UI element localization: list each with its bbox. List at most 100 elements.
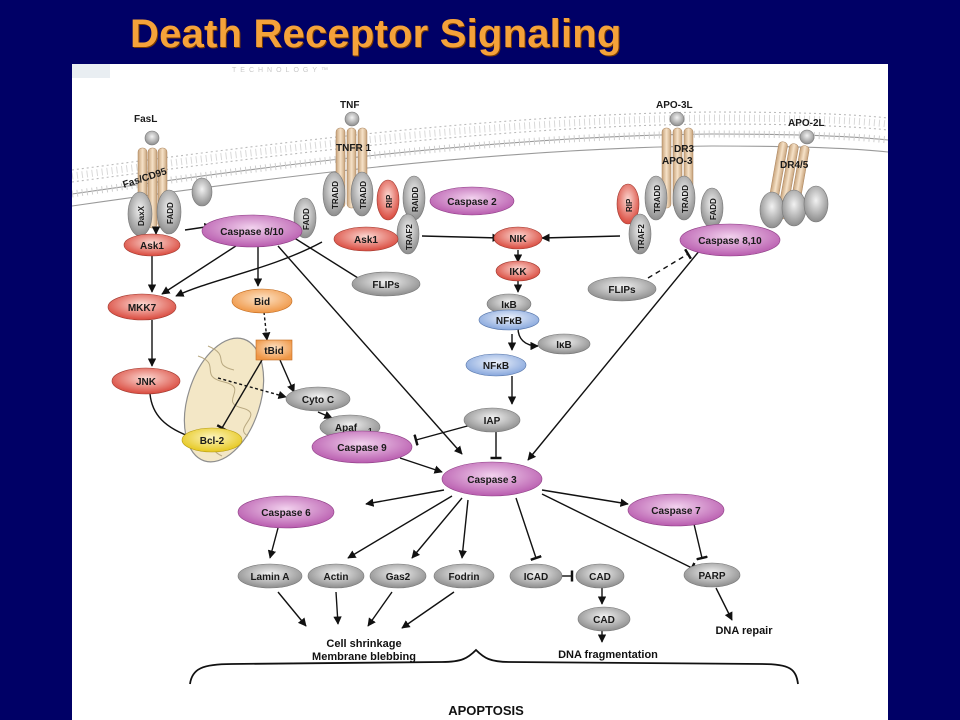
node-nik: NIK bbox=[493, 226, 543, 250]
node-caspase9: Caspase 9 bbox=[311, 430, 413, 464]
svg-text:Caspase 8/10: Caspase 8/10 bbox=[220, 227, 284, 238]
slide-title: Death Receptor Signaling bbox=[130, 12, 622, 56]
dr45-receptor-complex: APO-2L DR4/5 bbox=[759, 118, 829, 229]
svg-text:Gas2: Gas2 bbox=[386, 572, 411, 583]
svg-text:Caspase 3: Caspase 3 bbox=[467, 475, 517, 486]
svg-text:Actin: Actin bbox=[324, 572, 349, 583]
svg-text:CAD: CAD bbox=[593, 615, 615, 626]
node-mkk7: MKK7 bbox=[107, 293, 177, 321]
fadd-label-tnfr: FADD bbox=[302, 208, 311, 230]
svg-text:Ask1: Ask1 bbox=[140, 241, 164, 252]
dr3-receptor-complex: APO-3L DR3 APO-3 RIP TRADD TRADD FADD TR… bbox=[616, 100, 724, 255]
node-caspase7: Caspase 7 bbox=[627, 493, 725, 527]
node-cad: CAD bbox=[577, 606, 631, 632]
fadd-label-fas: FADD bbox=[166, 202, 175, 224]
watermark-block bbox=[72, 64, 110, 78]
node-jnk: JNK bbox=[111, 367, 181, 395]
tradd-label-tnfr-b: TRADD bbox=[359, 181, 368, 209]
node-cad-bound: CAD bbox=[575, 563, 625, 589]
node-caspase6: Caspase 6 bbox=[237, 495, 335, 529]
node-nfkb-free: NFκB bbox=[465, 353, 527, 377]
tradd-label-tnfr-a: TRADD bbox=[331, 181, 340, 209]
svg-text:IKK: IKK bbox=[509, 267, 527, 278]
svg-text:MKK7: MKK7 bbox=[128, 303, 157, 314]
outcome-apoptosis: APOPTOSIS bbox=[448, 703, 524, 718]
node-ikb-free: IκB bbox=[537, 333, 591, 355]
fas-receptor-complex: FasL Fas/CD95 DaxX FADD bbox=[122, 114, 213, 237]
pathway-figure: TECHNOLOGY™ bbox=[72, 64, 888, 720]
svg-text:Caspase 8,10: Caspase 8,10 bbox=[698, 236, 762, 247]
apo2l-label: APO-2L bbox=[788, 118, 825, 129]
rip-label-tnfr: RIP bbox=[385, 194, 394, 208]
node-ikb-nfkb-complex: IκB NFκB bbox=[478, 293, 540, 331]
fasl-label: FasL bbox=[134, 114, 157, 125]
svg-text:Caspase 6: Caspase 6 bbox=[261, 508, 311, 519]
pathway-edges bbox=[147, 222, 733, 643]
watermark-text: TECHNOLOGY™ bbox=[232, 67, 333, 74]
svg-text:tBid: tBid bbox=[264, 346, 283, 357]
node-flips-left: FLIPs bbox=[351, 271, 421, 297]
traf2-label-dr3: TRAF2 bbox=[637, 224, 646, 250]
traf2-label-tnfr: TRAF2 bbox=[405, 224, 414, 250]
apo2l-ligand bbox=[799, 129, 815, 145]
node-icad: ICAD bbox=[509, 563, 563, 589]
node-ask1-left: Ask1 bbox=[123, 233, 181, 257]
svg-text:CAD: CAD bbox=[589, 572, 611, 583]
svg-text:IκB: IκB bbox=[556, 340, 572, 351]
svg-text:Bcl-2: Bcl-2 bbox=[200, 436, 225, 447]
tnf-ligand bbox=[344, 111, 360, 127]
svg-text:NFκB: NFκB bbox=[496, 316, 522, 327]
dr45-label: DR4/5 bbox=[780, 160, 809, 171]
tradd-label-dr3-a: TRADD bbox=[653, 185, 662, 213]
svg-text:NFκB: NFκB bbox=[483, 361, 509, 372]
fasl-ligand bbox=[144, 130, 160, 146]
svg-text:Caspase 9: Caspase 9 bbox=[337, 443, 387, 454]
apoptosis-brace bbox=[189, 648, 799, 685]
node-lamina: Lamin A bbox=[237, 563, 303, 589]
svg-text:Caspase 7: Caspase 7 bbox=[651, 506, 701, 517]
dr3-label: DR3 bbox=[674, 144, 694, 155]
rip-label-dr3: RIP bbox=[625, 198, 634, 212]
node-flips-right: FLIPs bbox=[587, 276, 657, 302]
svg-text:ICAD: ICAD bbox=[524, 572, 548, 583]
tnfr1-receptor-complex: TNF TNFR 1 FADD TRADD TRADD RIP RAIDD TR… bbox=[293, 100, 426, 255]
apo3-label: APO-3 bbox=[662, 156, 693, 167]
node-parp: PARP bbox=[683, 562, 741, 588]
svg-text:Cyto C: Cyto C bbox=[302, 395, 334, 406]
svg-text:FLIPs: FLIPs bbox=[608, 285, 636, 296]
svg-text:IAP: IAP bbox=[484, 416, 501, 427]
node-caspase2: Caspase 2 bbox=[429, 186, 515, 216]
raidd-label: RAIDD bbox=[411, 186, 420, 212]
svg-text:PARP: PARP bbox=[698, 571, 725, 582]
node-caspase-8-10-left: Caspase 8/10 bbox=[201, 214, 303, 248]
node-iap: IAP bbox=[463, 407, 521, 433]
svg-text:Ask1: Ask1 bbox=[354, 235, 378, 246]
svg-text:IκB: IκB bbox=[501, 300, 517, 311]
node-caspase3: Caspase 3 bbox=[441, 461, 543, 497]
node-cytoc: Cyto C bbox=[285, 386, 351, 412]
node-bid: Bid bbox=[231, 288, 293, 314]
svg-text:Bid: Bid bbox=[254, 297, 270, 308]
node-caspase-8-10-right: Caspase 8,10 bbox=[679, 223, 781, 257]
svg-text:Caspase 2: Caspase 2 bbox=[447, 197, 497, 208]
outcome-dna-fragmentation: DNA fragmentation bbox=[558, 649, 658, 661]
svg-text:FLIPs: FLIPs bbox=[372, 280, 400, 291]
node-tbid: tBid bbox=[255, 339, 293, 361]
node-ikk: IKK bbox=[495, 260, 541, 282]
tradd-label-dr3-b: TRADD bbox=[681, 185, 690, 213]
node-actin: Actin bbox=[307, 563, 365, 589]
outcome-membrane-blebbing: Membrane blebbing bbox=[312, 651, 416, 663]
node-gas2: Gas2 bbox=[369, 563, 427, 589]
apo3l-label: APO-3L bbox=[656, 100, 693, 111]
svg-text:NIK: NIK bbox=[509, 234, 527, 245]
cell-membrane bbox=[72, 111, 888, 207]
svg-text:Lamin A: Lamin A bbox=[250, 572, 289, 583]
tnf-label: TNF bbox=[340, 100, 359, 111]
outcome-dna-repair: DNA repair bbox=[715, 625, 773, 637]
apo3l-ligand bbox=[669, 111, 685, 127]
daxx-label: DaxX bbox=[137, 205, 146, 226]
tnfr1-label: TNFR 1 bbox=[336, 143, 371, 154]
node-fodrin: Fodrin bbox=[433, 563, 495, 589]
fadd-label-dr3: FADD bbox=[709, 198, 718, 220]
node-ask1-mid: Ask1 bbox=[333, 226, 399, 252]
